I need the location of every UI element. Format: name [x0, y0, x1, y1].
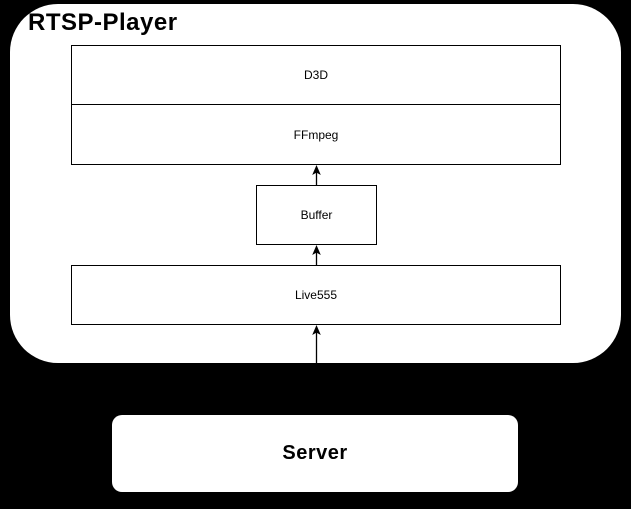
arrow-buffer-to-ffmpeg-icon — [310, 165, 323, 185]
arrow-live555-to-buffer-icon — [310, 245, 323, 265]
arrow-server-to-live555-icon — [310, 325, 323, 363]
node-ffmpeg: FFmpeg — [71, 104, 561, 165]
node-d3d: D3D — [71, 45, 561, 105]
rtsp-player-title: RTSP-Player — [28, 9, 178, 36]
node-buffer: Buffer — [256, 185, 377, 245]
node-server: Server — [112, 415, 518, 492]
node-live555: Live555 — [71, 265, 561, 325]
